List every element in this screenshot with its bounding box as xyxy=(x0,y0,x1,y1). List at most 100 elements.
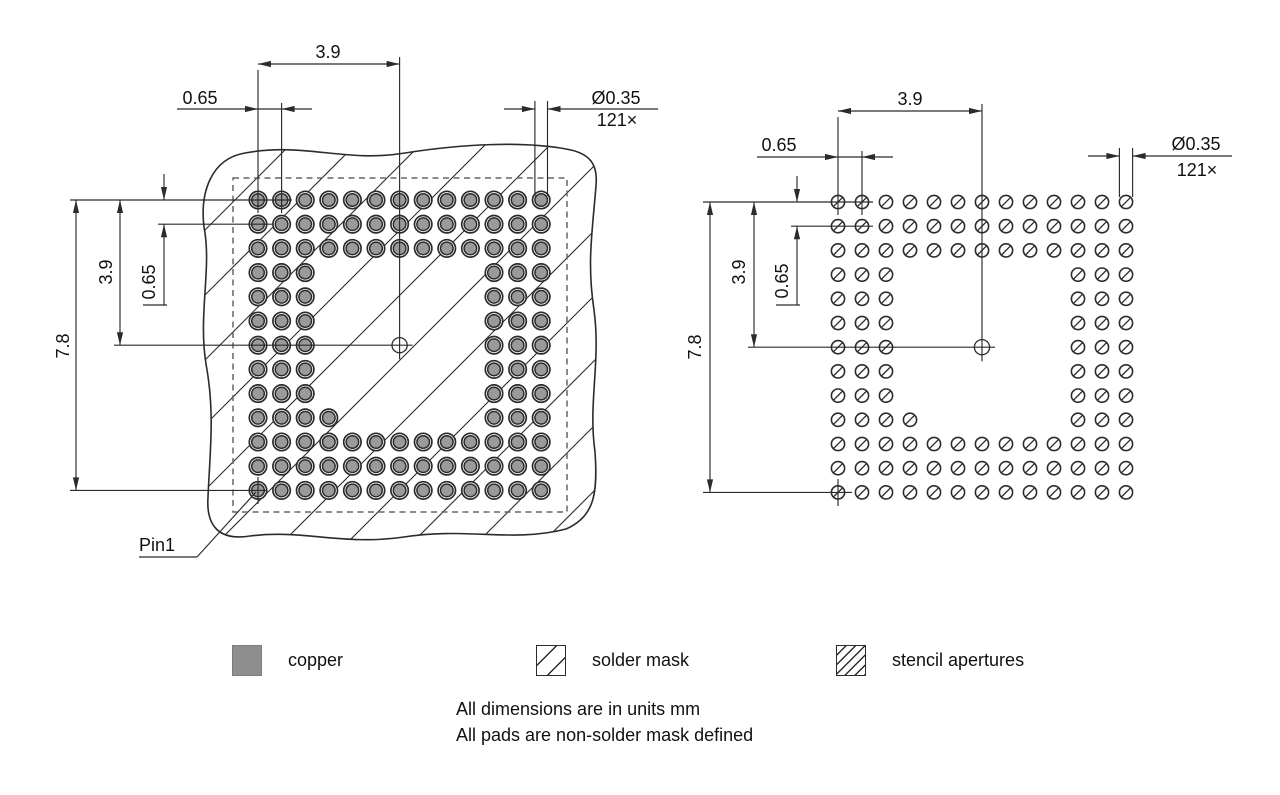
dimension-arrow xyxy=(793,226,801,240)
stencil-aperture xyxy=(950,460,966,476)
stencil-aperture xyxy=(1094,315,1110,331)
stencil-aperture xyxy=(854,363,870,379)
copper-pad xyxy=(272,263,292,283)
pin1-label: Pin1 xyxy=(139,535,175,555)
dimension-arrow xyxy=(116,200,124,213)
dimension-arrow xyxy=(281,105,295,113)
stencil-aperture xyxy=(998,194,1014,210)
stencil-aperture xyxy=(1118,218,1134,234)
stencil-aperture xyxy=(926,194,942,210)
copper-pad xyxy=(508,480,528,500)
copper-pad xyxy=(437,238,457,258)
copper-pad xyxy=(460,480,480,500)
copper-pad xyxy=(342,480,362,500)
stencil-aperture xyxy=(1046,194,1062,210)
stencil-aperture xyxy=(1046,460,1062,476)
stencil-aperture xyxy=(854,315,870,331)
copper-pad xyxy=(437,190,457,210)
copper-pad xyxy=(342,214,362,234)
copper-pad xyxy=(531,190,551,210)
stencil-aperture xyxy=(1070,267,1086,282)
legend-item-solder-mask: solder mask xyxy=(536,645,689,676)
copper-pad xyxy=(319,214,339,234)
stencil-aperture xyxy=(1070,484,1086,500)
stencil-aperture xyxy=(1094,242,1110,258)
copper-pad xyxy=(342,456,362,476)
stencil-apertures-swatch xyxy=(836,645,866,676)
dimension-arrow xyxy=(969,107,982,115)
dimension-vertical-span: 3.9 xyxy=(96,200,413,346)
stencil-aperture xyxy=(1070,388,1086,403)
copper-pad xyxy=(531,384,551,404)
copper-pad xyxy=(413,480,433,500)
copper-pad xyxy=(508,456,528,476)
copper-pad xyxy=(484,384,504,404)
dimension-arrow xyxy=(825,153,838,161)
copper-pad xyxy=(531,456,551,476)
copper-pad xyxy=(508,238,528,258)
copper-pad xyxy=(413,214,433,234)
copper-pad xyxy=(272,359,292,379)
dim-label-height: 7.8 xyxy=(53,333,73,358)
copper-pad xyxy=(272,432,292,452)
copper-pad xyxy=(508,432,528,452)
stencil-aperture xyxy=(1094,484,1110,500)
copper-pad xyxy=(413,432,433,452)
stencil-aperture xyxy=(878,291,894,307)
stencil-aperture xyxy=(1094,218,1110,234)
copper-pad xyxy=(484,408,504,428)
dimension-arrow xyxy=(750,202,758,215)
legend-item-copper: copper xyxy=(232,645,343,676)
dimension-vertical-pitch: 0.65 xyxy=(772,176,873,306)
package-center-mark xyxy=(973,338,991,356)
copper-pad xyxy=(484,480,504,500)
stencil-aperture xyxy=(1046,436,1062,452)
dimension-vertical-height: 7.8 xyxy=(685,201,873,493)
copper-pad xyxy=(437,214,457,234)
stencil-aperture xyxy=(1070,436,1086,452)
copper-pad xyxy=(248,263,268,283)
stencil-aperture xyxy=(878,388,894,403)
copper-pad xyxy=(248,384,268,404)
copper-pad xyxy=(248,456,268,476)
dimension-arrow xyxy=(72,200,80,213)
stencil-aperture xyxy=(998,242,1014,258)
stencil-aperture xyxy=(902,194,918,210)
stencil-aperture xyxy=(974,484,990,500)
stencil-aperture xyxy=(950,242,966,258)
dim-label-pad-count: 121× xyxy=(1177,160,1218,180)
copper-swatch xyxy=(232,645,262,676)
copper-pad xyxy=(531,287,551,307)
copper-pad xyxy=(508,311,528,331)
copper-pad xyxy=(508,408,528,428)
dimension-arrow xyxy=(793,189,801,202)
stencil-aperture xyxy=(1094,460,1110,476)
stencil-aperture xyxy=(1094,194,1110,210)
copper-pad xyxy=(272,287,292,307)
copper-pad xyxy=(366,238,386,258)
dimension-arrow xyxy=(160,187,168,200)
stencil-aperture xyxy=(902,484,918,500)
stencil-aperture xyxy=(1118,194,1134,210)
copper-pad xyxy=(508,384,528,404)
dimension-arrow xyxy=(245,105,258,113)
copper-pad xyxy=(248,311,268,331)
copper-pad xyxy=(342,238,362,258)
copper-pad xyxy=(508,214,528,234)
copper-pad xyxy=(531,359,551,379)
copper-pad xyxy=(319,238,339,258)
stencil-aperture xyxy=(926,218,942,234)
dim-label-height: 7.8 xyxy=(685,334,705,359)
copper-pad xyxy=(248,432,268,452)
copper-pads xyxy=(248,190,551,500)
copper-pad xyxy=(366,214,386,234)
stencil-aperture xyxy=(1094,388,1110,403)
dimension-arrow xyxy=(706,202,714,215)
stencil-aperture xyxy=(878,194,894,210)
copper-pad xyxy=(295,384,315,404)
stencil-aperture xyxy=(878,460,894,476)
